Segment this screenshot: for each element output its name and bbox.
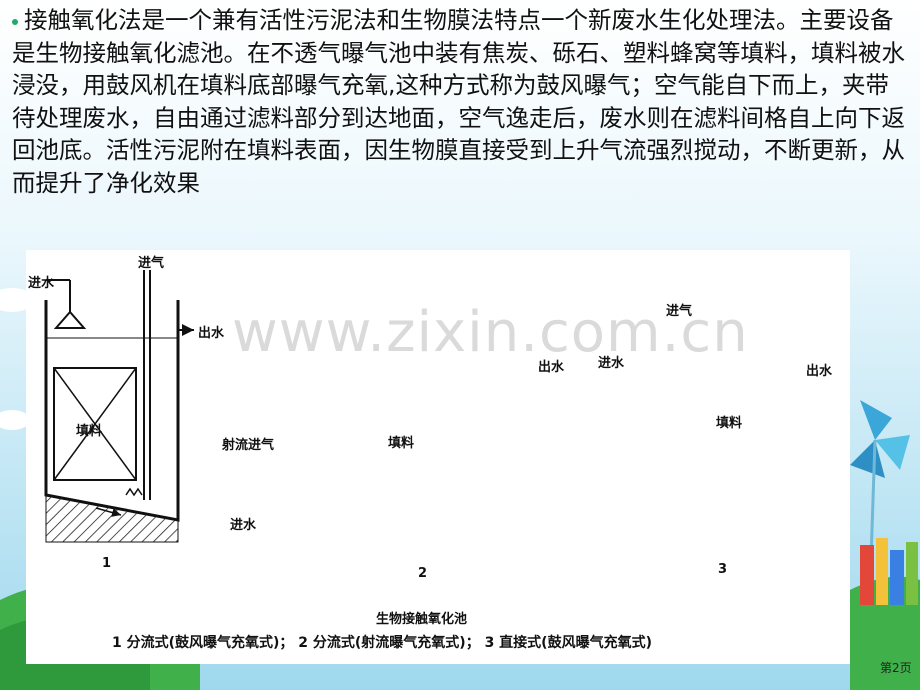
body-paragraph: 接触氧化法是一个兼有活性污泥法和生物膜法特点一个新废水生化处理法。主要设备是生物… (12, 4, 912, 199)
d2-number: 2 (418, 566, 428, 581)
d3-number: 3 (718, 562, 728, 577)
d1-out-water-label: 出水 (198, 326, 225, 341)
books-icon (860, 538, 918, 605)
watermark-text: www.zixin.com.cn (232, 300, 749, 365)
paragraph-text: 接触氧化法是一个兼有活性污泥法和生物膜法特点一个新废水生化处理法。主要设备是生物… (12, 6, 905, 197)
d3-out-water-label: 出水 (806, 364, 833, 379)
diagram-1 (44, 270, 194, 543)
d1-number: 1 (102, 556, 112, 571)
d3-media-label: 填料 (716, 416, 743, 431)
diagram-drawing (44, 270, 194, 543)
figure-caption-line: 1 分流式(鼓风曝气充氧式)； 2 分流式(射流曝气充氧式)； 3 直接式(鼓风… (112, 635, 652, 651)
d1-in-air-label: 进气 (138, 256, 165, 271)
figure-caption-title: 生物接触氧化池 (376, 612, 468, 627)
page-number: 第2页 (880, 661, 912, 675)
process-figure: 进水 进气 出水 填料 1 射流进气 进水 出水 填料 2 进气 进水 出水 填… (26, 250, 850, 664)
d3-in-air-label: 进气 (666, 304, 693, 319)
d2-jet-air-label: 射流进气 (222, 438, 275, 453)
pinwheel-icon (850, 400, 910, 591)
bullet-icon (12, 18, 18, 25)
d2-in-water-label: 进水 (230, 518, 257, 533)
d3-in-water-label: 进水 (598, 356, 625, 371)
d2-out-water-label: 出水 (538, 360, 565, 375)
d1-in-water-label: 进水 (28, 276, 55, 291)
d2-media-label: 填料 (388, 436, 415, 451)
d1-media-label: 填料 (76, 424, 103, 439)
